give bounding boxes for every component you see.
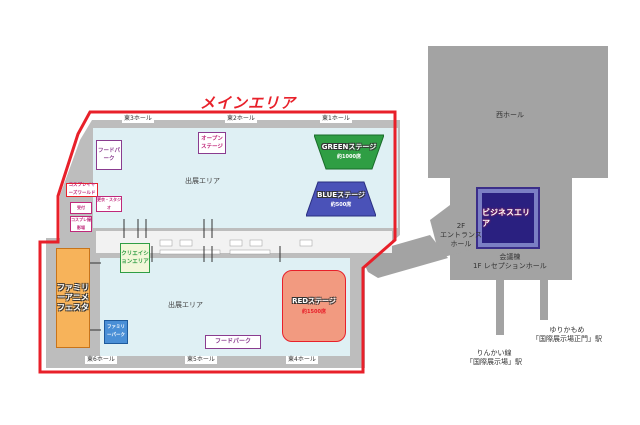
rinkai-line-1: りんかい線 bbox=[476, 349, 512, 357]
exhibit-area-upper: 出展エリア bbox=[185, 177, 220, 185]
yuri-walk bbox=[540, 280, 548, 320]
rinkai-walk bbox=[496, 280, 504, 335]
blue-stage-capacity: 約500席 bbox=[330, 202, 352, 208]
open-stage[interactable]: オープンステージ bbox=[198, 132, 226, 154]
entrance-line-3: ホール bbox=[450, 240, 472, 248]
creation-area-label: クリエイションエリア bbox=[121, 251, 149, 265]
cosplay-reception[interactable]: 受付 bbox=[70, 202, 92, 214]
blue-stage-label: BLUEステージ bbox=[317, 191, 365, 199]
conference-line-1: 会議棟 bbox=[499, 253, 521, 261]
green-stage-capacity: 約1000席 bbox=[337, 154, 361, 160]
rinkai-line-2: 「国際展示場」駅 bbox=[466, 358, 522, 366]
hall-label-6: 東6ホール bbox=[85, 356, 117, 364]
red-stage-capacity: 約1500席 bbox=[302, 308, 326, 315]
main-area-border bbox=[38, 110, 397, 374]
west-hall-building bbox=[428, 46, 608, 178]
blue-stage[interactable]: BLUEステージ 約500席 bbox=[310, 186, 372, 214]
hall-label-3: 東3ホール bbox=[122, 115, 154, 123]
entrance-wing bbox=[430, 205, 470, 258]
food-park-upper[interactable]: フードパーク bbox=[96, 140, 122, 170]
hall-label-1: 東1ホール bbox=[320, 115, 352, 123]
family-park[interactable]: ファミリーパーク bbox=[104, 320, 128, 344]
business-area[interactable]: ビジネスエリア bbox=[476, 187, 540, 249]
walkway bbox=[360, 235, 448, 278]
arrows bbox=[89, 219, 281, 331]
west-hall-label: 西ホール bbox=[496, 111, 524, 119]
entrance-line-1: 2F bbox=[456, 222, 466, 230]
exhibit-area-lower: 出展エリア bbox=[168, 301, 203, 309]
business-area-label: ビジネスエリア bbox=[482, 208, 530, 228]
creation-area[interactable]: クリエイションエリア bbox=[120, 243, 150, 273]
cosplay-studio-label: 更衣・スタジオ bbox=[97, 197, 121, 210]
blue-stage-shape bbox=[306, 181, 376, 217]
red-stage-label: REDステージ bbox=[292, 296, 336, 305]
corridor-pillars bbox=[159, 239, 313, 255]
green-stage-shape bbox=[314, 134, 384, 170]
yuri-line-1: ゆりかもめ bbox=[549, 326, 585, 334]
green-stage-label: GREENステージ bbox=[321, 143, 377, 151]
cosplay-studio[interactable]: 更衣・スタジオ bbox=[96, 196, 122, 212]
rinkai-station-label: りんかい線 「国際展示場」駅 bbox=[466, 349, 522, 367]
hall-label-2: 東2ホール bbox=[225, 115, 257, 123]
yuri-line-2: 「国際展示場正門」駅 bbox=[532, 335, 602, 343]
yurikamome-station-label: ゆりかもめ 「国際展示場正門」駅 bbox=[532, 326, 602, 344]
cosplay-photo-label: コスプレ撮影場 bbox=[71, 217, 91, 230]
cosplay-photo[interactable]: コスプレ撮影場 bbox=[70, 216, 92, 232]
conference-label: 会議棟 1F レセプションホール bbox=[473, 253, 547, 271]
business-area-inner: ビジネスエリア bbox=[482, 193, 534, 243]
family-anime-festa[interactable]: ファミリーアニメフェスタ bbox=[56, 248, 90, 348]
entrance-line-2: エントランス bbox=[440, 231, 482, 239]
corridor-white bbox=[96, 231, 392, 253]
hall-label-4: 東4ホール bbox=[286, 356, 318, 364]
food-park-lower-label: フードパーク bbox=[214, 338, 251, 345]
cosplay-reception-label: 受付 bbox=[77, 205, 85, 210]
cosplay-world-label: コスプレイヤーズワールド bbox=[68, 183, 96, 196]
hall-label-5: 東5ホール bbox=[185, 356, 217, 364]
family-park-label: ファミリーパーク bbox=[107, 325, 125, 338]
red-stage[interactable]: REDステージ 約1500席 bbox=[282, 270, 346, 342]
green-stage[interactable]: GREENステージ 約1000席 bbox=[318, 138, 380, 166]
main-area-title: メインエリア bbox=[200, 94, 297, 112]
conference-line-2: 1F レセプションホール bbox=[473, 262, 547, 270]
family-anime-festa-label: ファミリーアニメフェスタ bbox=[57, 283, 89, 312]
food-park-upper-label: フードパーク bbox=[97, 148, 120, 162]
entrance-hall-label: 2F エントランス ホール bbox=[440, 222, 482, 249]
open-stage-label: オープンステージ bbox=[201, 136, 223, 150]
food-park-lower[interactable]: フードパーク bbox=[205, 335, 261, 349]
cosplay-world[interactable]: コスプレイヤーズワールド bbox=[66, 183, 98, 197]
